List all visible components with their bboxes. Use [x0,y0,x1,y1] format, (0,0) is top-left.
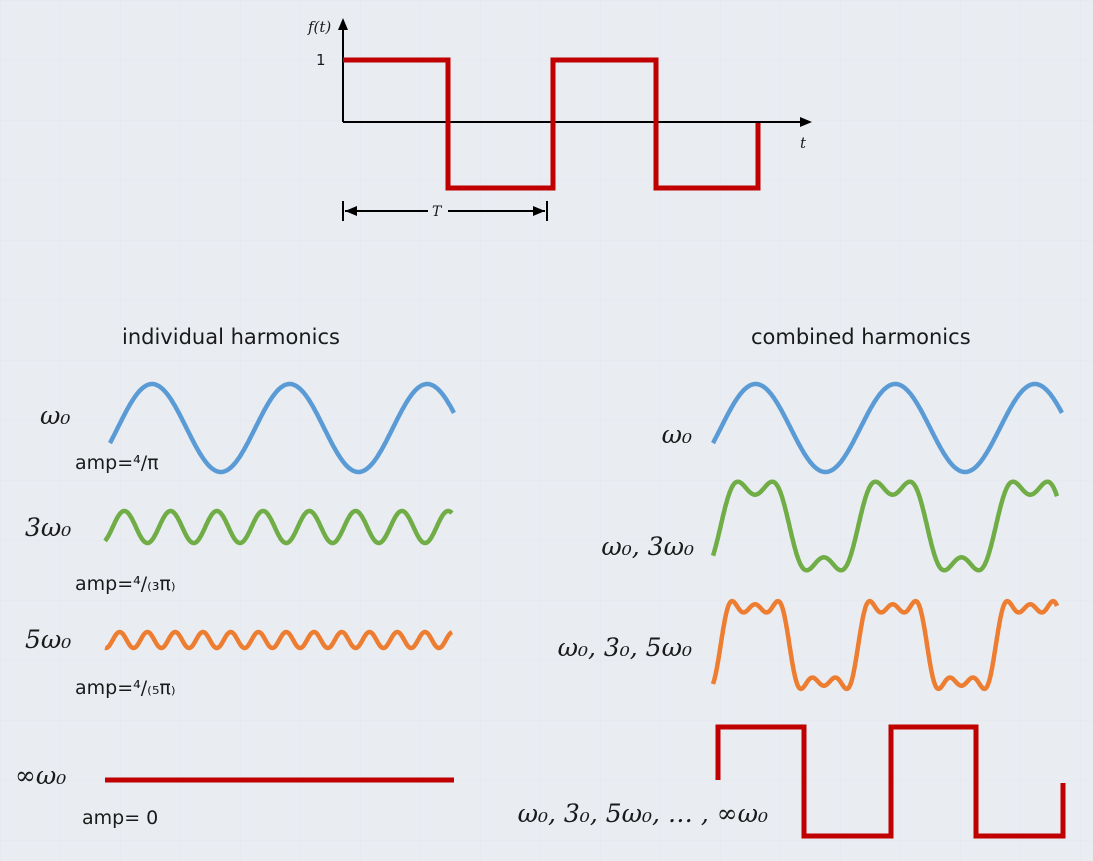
amplitude-label-3: amp=⁴/₍₃π₎ [75,573,176,595]
individual-wave-1 [108,381,456,475]
combined-wave-1 [711,381,1064,475]
combined-wave-2 [710,479,1060,573]
harmonic-label-3: 3ω₀ [25,513,71,542]
individual-harmonics-title: individual harmonics [122,325,340,349]
combined-label-2: ω₀, 3ω₀ [601,532,694,561]
combined-harmonics-title: combined harmonics [751,325,971,349]
combined-label-1: ω₀ [662,420,692,449]
x-axis-arrow [800,117,812,127]
amplitude-label-5: amp=⁴/₍₅π₎ [75,677,176,699]
top-square-wave-plot: f(t) 1 t T [307,18,812,221]
x-axis-label: t [800,134,807,152]
square-wave-signal [343,57,761,191]
combined-label-infinity: ω₀, 3₀, 5ω₀, … , ∞ω₀ [518,799,768,828]
combined-label-3: ω₀, 3₀, 5ω₀ [558,633,692,662]
y-tick-label: 1 [316,51,326,69]
individual-wave-3 [103,508,454,546]
combined-wave-3 [710,598,1060,692]
period-label: T [432,204,443,220]
harmonic-label-infinity: ∞ω₀ [15,761,66,790]
combined-wave-infinity [715,724,1066,839]
y-axis-arrow [338,18,348,30]
y-axis-label: f(t) [307,18,331,36]
individual-wave-5 [104,629,454,651]
amplitude-label-infinity: amp= 0 [82,807,158,829]
harmonic-label-1: ω₀ [40,401,70,430]
period-marker [342,201,548,221]
amplitude-label-1: amp=⁴/π [75,452,159,474]
harmonic-label-5: 5ω₀ [25,625,71,654]
